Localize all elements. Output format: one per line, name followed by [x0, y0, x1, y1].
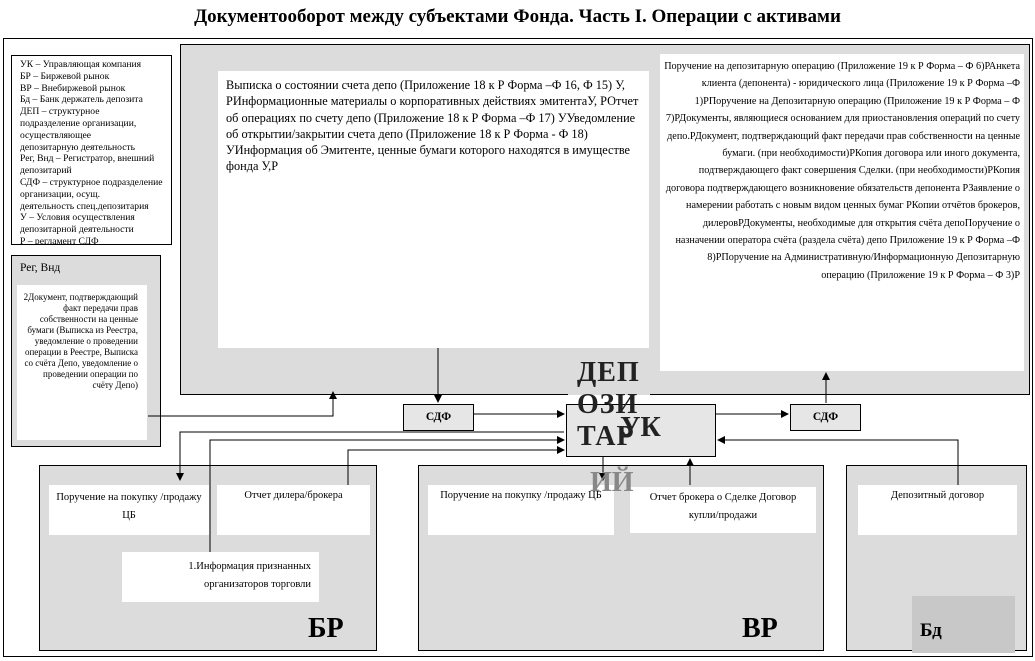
br-report-box: Отчет дилера/брокера [217, 485, 370, 535]
legend-item: БР – Биржевой рынок [20, 70, 110, 82]
br-order-box: Поручение на покупку /продажу ЦБ [49, 485, 209, 535]
depository-label: ДЕП ОЗИ ТАР [577, 357, 640, 453]
depository-label-bg [568, 349, 650, 395]
legend-item: СДФ – структурное подразделение [20, 176, 163, 188]
legend-item: Рег, Внд – Регистратор, внешний [20, 153, 155, 165]
bd-label-bg [912, 596, 1015, 653]
legend-item: осуществляющее [20, 129, 91, 141]
legend-item: ДЕП – структурное [20, 106, 100, 118]
legend-item: организации, осущ. [20, 188, 101, 200]
diagram-title: Документооборот между субъектами Фонда. … [194, 6, 841, 27]
legend-item: ВР – Внебиржевой рынок [20, 82, 126, 94]
legend-item: депозитарную деятельность [20, 141, 136, 153]
vr-report-box: Отчет брокера о Сделке Договор купли/про… [630, 487, 816, 533]
legend-item: депозитарий [20, 165, 72, 177]
legend-item: деятельность спец.депозитария [20, 200, 149, 212]
depository-incoming-docs: Поручение на депозитарную операцию (Прил… [660, 54, 1024, 371]
sdf-right-box: СДФ [790, 404, 861, 431]
legend-item: подразделение организации, [20, 117, 137, 129]
legend-item: депозитарной деятельности [20, 224, 134, 236]
depository-label-line: ДЕП [577, 357, 640, 388]
legend-item: Р – регламент СДФ [20, 235, 99, 245]
sdf-left-box: СДФ [403, 404, 474, 431]
bd-contract-box: Депозитный договор [858, 485, 1017, 535]
legend-item: У – Условия осуществления [20, 212, 135, 224]
br-label: БР [308, 613, 344, 644]
diagram-frame [3, 38, 1033, 657]
legend-item: УК – Управляющая компания [20, 59, 142, 70]
depository-outgoing-docs: Выписка о состоянии счета депо (Приложен… [218, 71, 649, 348]
registrar-title: Рег, Внд [20, 262, 61, 274]
management-company-box [566, 404, 716, 457]
legend: УК – Управляющая компания БР – Биржевой … [11, 55, 172, 245]
registrar-document: 2Документ, подтверждающий факт передачи … [17, 285, 147, 440]
legend-item: Бд – Банк держатель депозита [20, 94, 143, 106]
vr-order-box: Поручение на покупку /продажу ЦБ [428, 485, 614, 535]
depository-label-line: ОЗИ [577, 389, 639, 420]
br-info-box: 1.Информация признанных организаторов то… [122, 552, 319, 602]
bd-label: Бд [920, 620, 942, 641]
vr-label: ВР [742, 613, 778, 644]
depository-label-cut: ИЙ [590, 467, 634, 498]
depository-label-line: ТАР [577, 421, 635, 452]
uk-label: УК [620, 412, 661, 443]
